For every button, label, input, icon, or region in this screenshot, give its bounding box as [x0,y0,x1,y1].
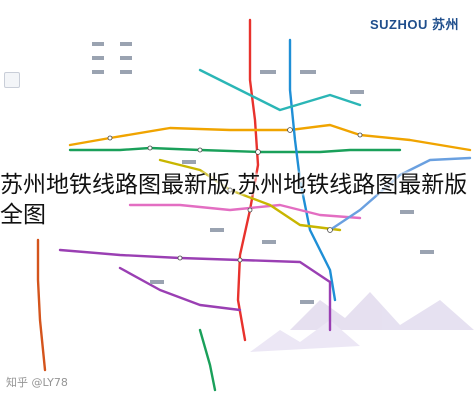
station-marker [247,207,253,213]
line-7-path [128,203,362,220]
station-label-marks [92,42,434,304]
station-marker [197,147,203,153]
legend-badge-icon [4,72,20,88]
line-11-path [328,156,472,232]
station-marker [147,145,153,151]
line-1-path [68,146,402,154]
mountain-decoration [250,292,474,352]
line-2-path [236,18,260,342]
station-marker [357,132,363,138]
station-marker [327,227,333,233]
overlay-title: 苏州地铁线路图最新版,苏州地铁线路图最新版 全图 [0,172,468,228]
brand-title: SUZHOU 苏州 [370,17,460,32]
line-5-path [58,248,332,332]
line-6-path [198,68,362,112]
station-marker [287,127,293,133]
station-marker [107,135,113,141]
stations [107,127,363,263]
station-marker [255,149,261,155]
station-marker [227,187,233,193]
station-marker [237,257,243,263]
brand-block: SUZHOU 苏州 [370,14,460,35]
station-marker [177,255,183,261]
line-south-path [198,328,217,392]
line-3-path [68,123,472,152]
line-8-path [158,158,342,232]
line-south-branch-path [118,266,242,312]
watermark: 知乎 @LY78 [6,376,68,389]
station-marker [297,177,303,183]
line-s1-path [36,238,47,372]
